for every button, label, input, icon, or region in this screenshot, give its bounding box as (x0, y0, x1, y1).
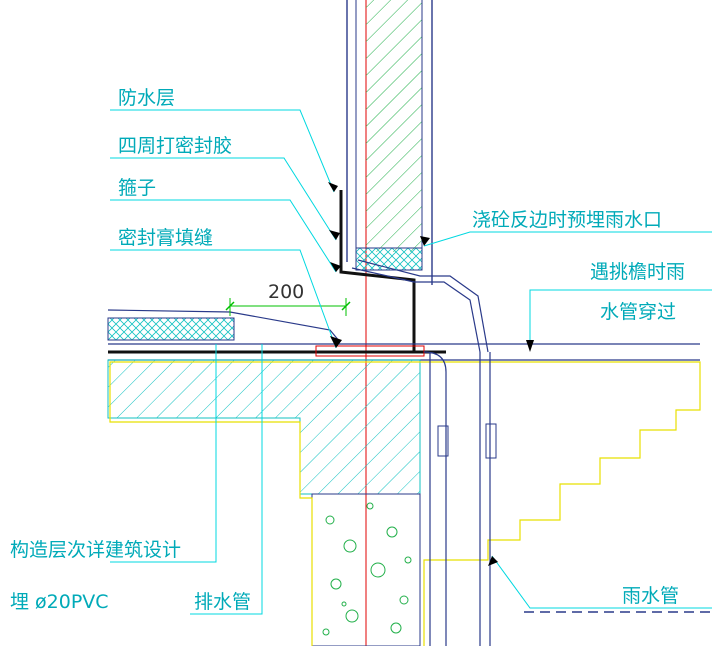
label-perimeter-sealant: 四周打密封胶 (118, 135, 232, 157)
label-overhang-line1: 遇挑檐时雨 (590, 261, 685, 283)
label-construction-layers: 构造层次详建筑设计 (10, 539, 181, 561)
label-sealant-fill: 密封膏填缝 (118, 226, 213, 249)
drain-outlet-body (351, 267, 481, 353)
drain-outlet-inner (357, 259, 489, 353)
rain-pipe (423, 351, 497, 646)
label-precast-drain-outlet: 浇砼反边时预埋雨水口 (472, 209, 662, 231)
label-waterproof-layer: 防水层 (118, 87, 175, 109)
label-rain-pipe: 雨水管 (622, 585, 679, 607)
dimension-text: 200 (268, 281, 304, 303)
dimension-200 (225, 298, 351, 316)
overhang-finish-outline (109, 361, 701, 646)
label-hoop: 箍子 (118, 177, 156, 199)
label-drain-pipe: 排水管 (194, 591, 251, 613)
label-embedded-pvc: 埋 ø20PVC (10, 591, 109, 613)
roof-slab (107, 359, 421, 495)
waterproof-membrane (339, 190, 416, 352)
leader-lines (110, 109, 712, 615)
leader-arrows (328, 182, 534, 566)
upper-wall (346, 0, 433, 285)
label-overhang-line2: 水管穿过 (600, 301, 676, 323)
